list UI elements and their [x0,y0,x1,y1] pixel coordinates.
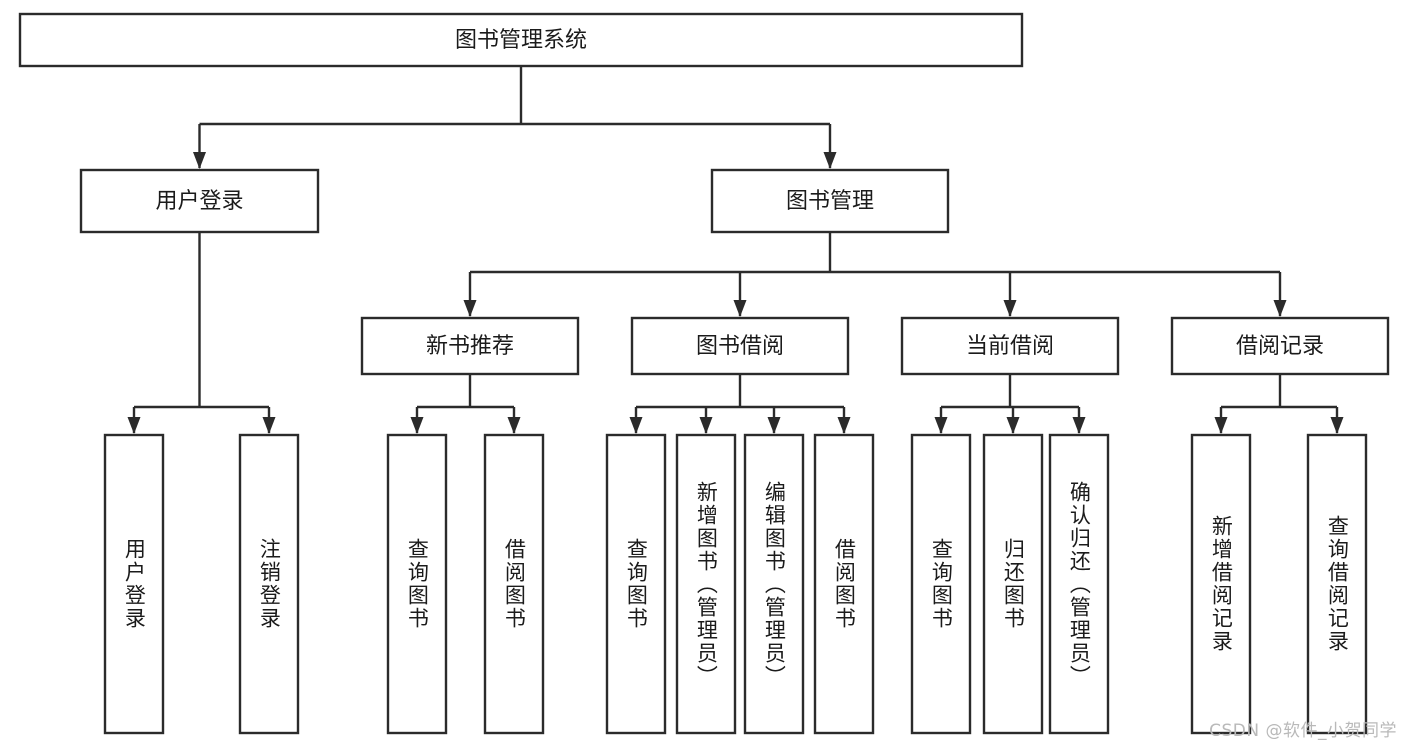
leaf-box-0[interactable] [103,433,165,735]
level3-box-rect-1[interactable] [630,316,850,376]
leaf-box-rect-3[interactable] [483,433,545,735]
level2-label-1: 图书管理 [786,189,874,214]
level2-box-rect-1[interactable] [710,168,950,234]
level3-label-1: 图书借阅 [696,334,784,359]
arrow-down-icon-l2-0 [193,152,206,169]
level2-label-0: 用户登录 [155,189,243,214]
leaf-box-8[interactable] [910,433,972,735]
arrow-down-icon-leaf-0 [127,417,141,434]
arrow-down-icon-leaf-2 [410,417,424,434]
connectors-layer [127,66,1344,434]
leaf-box-5[interactable] [675,433,737,735]
arrow-down-icon-l3-2 [1003,300,1017,317]
leaf-box-7[interactable] [813,433,875,735]
level3-box-2[interactable] [900,316,1120,376]
leaf-box-rect-7[interactable] [813,433,875,735]
level3-box-rect-0[interactable] [360,316,580,376]
level3-box-1[interactable] [630,316,850,376]
leaf-box-4[interactable] [605,433,667,735]
leaf-box-rect-5[interactable] [675,433,737,735]
leaf-box-rect-10[interactable] [1048,433,1110,735]
leaf-box-6[interactable] [743,433,805,735]
leaf-box-rect-8[interactable] [910,433,972,735]
root-label-0: 图书管理系统 [455,28,587,53]
arrow-down-icon-l3-0 [463,300,477,317]
arrow-down-icon-leaf-11 [1214,417,1228,434]
root-box-rect-0[interactable] [18,12,1024,68]
watermark-text: CSDN @软件_小贺同学 [1209,721,1397,741]
root-box-0[interactable] [18,12,1024,68]
level3-label-2: 当前借阅 [966,334,1054,359]
leaf-box-rect-6[interactable] [743,433,805,735]
level3-box-0[interactable] [360,316,580,376]
arrow-down-icon-leaf-8 [934,417,948,434]
level3-box-rect-2[interactable] [900,316,1120,376]
level3-box-rect-3[interactable] [1170,316,1390,376]
arrow-down-icon-leaf-7 [837,417,851,434]
leaf-box-rect-12[interactable] [1306,433,1368,735]
arrow-down-icon-leaf-3 [507,417,521,434]
leaf-box-12[interactable] [1306,433,1368,735]
arrow-down-icon-l2-1 [823,152,837,169]
arrow-down-icon-leaf-10 [1072,417,1086,434]
boxes-layer [18,12,1390,735]
level3-box-3[interactable] [1170,316,1390,376]
arrow-down-icon-leaf-9 [1006,417,1020,434]
arrow-down-icon-leaf-5 [699,417,713,434]
level2-box-rect-0[interactable] [79,168,320,234]
arrow-down-icon-leaf-6 [767,417,781,434]
leaf-box-2[interactable] [386,433,448,735]
leaf-box-rect-1[interactable] [238,433,300,735]
leaf-box-rect-9[interactable] [982,433,1044,735]
arrow-down-icon-leaf-12 [1330,417,1344,434]
leaf-box-rect-2[interactable] [386,433,448,735]
leaf-box-rect-11[interactable] [1190,433,1252,735]
arrow-down-icon-leaf-4 [629,417,643,434]
level2-box-0[interactable] [79,168,320,234]
leaf-box-11[interactable] [1190,433,1252,735]
level3-label-0: 新书推荐 [426,334,514,359]
leaf-box-rect-4[interactable] [605,433,667,735]
level2-box-1[interactable] [710,168,950,234]
leaf-box-10[interactable] [1048,433,1110,735]
leaf-box-1[interactable] [238,433,300,735]
arrow-down-icon-l3-3 [1273,300,1287,317]
level3-label-3: 借阅记录 [1236,334,1324,359]
leaf-box-3[interactable] [483,433,545,735]
arrow-down-icon-leaf-1 [262,417,276,434]
leaf-box-rect-0[interactable] [103,433,165,735]
arrow-down-icon-l3-1 [733,300,747,317]
leaf-box-9[interactable] [982,433,1044,735]
